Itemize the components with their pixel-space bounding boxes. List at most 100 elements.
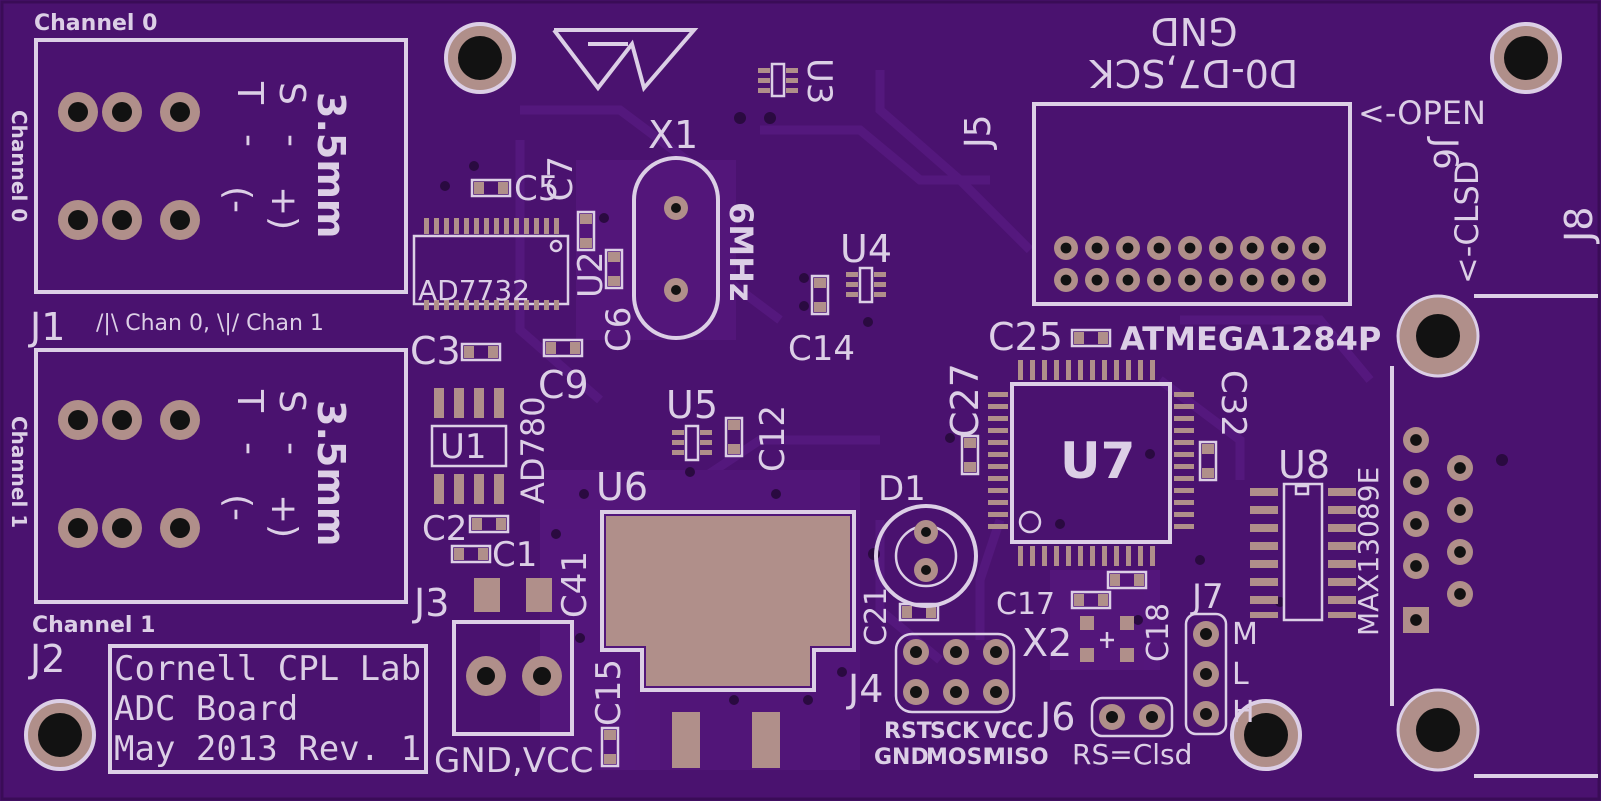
c32-label: C32 — [1213, 370, 1253, 437]
chan-note: /|\ Chan 0, \|/ Chan 1 — [96, 311, 324, 336]
u5-chip — [672, 424, 712, 462]
c41-label: C41 — [555, 551, 595, 618]
u3-chip — [758, 62, 798, 98]
j5-pin-hole — [1246, 274, 1258, 286]
j1-label: J1 — [28, 305, 65, 349]
info-line1: Cornell CPL Lab — [114, 649, 421, 689]
j5-header — [1032, 102, 1352, 306]
j5-pin-hole — [1091, 242, 1103, 254]
u3-label: U3 — [799, 58, 839, 105]
capacitors — [450, 178, 1218, 768]
j5-pin-hole — [1122, 274, 1134, 286]
x2-label: X2 — [1022, 621, 1072, 665]
j7-header — [1184, 612, 1228, 736]
j2-label: J2 — [28, 637, 65, 681]
u8-part-label: MAX13089E — [1352, 467, 1385, 636]
c25-label: C25 — [988, 315, 1063, 359]
j4-label: J4 — [846, 667, 883, 711]
data-bus-label: D0-D7,SCK — [1089, 51, 1298, 95]
j5-pin-hole — [1060, 274, 1072, 286]
d1-label: D1 — [878, 469, 926, 509]
rs-clsd-label: RS=Clsd — [1072, 738, 1192, 771]
info-box — [108, 644, 428, 774]
mounting-holes — [24, 22, 1562, 771]
j5-pin-hole — [1246, 242, 1258, 254]
c2-label: C2 — [422, 509, 467, 549]
j5-pin-hole — [1277, 274, 1289, 286]
vias — [440, 112, 1508, 705]
c21-label: C21 — [859, 587, 894, 646]
channel0-side-label: Channel 0 — [7, 110, 31, 222]
j1-glyph-plus: +) — [263, 186, 304, 230]
j5-pin-hole — [1122, 242, 1134, 254]
u6-label: U6 — [596, 465, 648, 509]
j1-glyph-dash2: - — [271, 134, 312, 147]
j7-m-label: M — [1232, 617, 1258, 652]
channel1-bottom-label: Channel 1 — [32, 613, 155, 638]
u6-regulator — [600, 510, 856, 768]
db9-pin-hole — [1454, 504, 1466, 516]
isp-vcc: VCC — [984, 719, 1033, 744]
db9-pin-hole — [1410, 518, 1422, 530]
db9-pin-hole — [1454, 588, 1466, 600]
u5-label: U5 — [666, 383, 718, 427]
j6-top-label: J6 — [1425, 136, 1465, 170]
d1-led — [874, 504, 978, 608]
j5-pin-hole — [1215, 274, 1227, 286]
isp-mosi: MOSI — [926, 745, 991, 770]
j2-glyph-minus: (- — [217, 494, 258, 521]
channel1-side-label: Channel 1 — [7, 416, 31, 528]
u2-label: U2 — [571, 251, 611, 298]
j2-glyph-t: T — [229, 389, 270, 413]
isp-sck: SCK — [930, 719, 980, 744]
gnd-vcc-label: GND,VCC — [434, 741, 594, 781]
db9-pin-hole — [1410, 434, 1422, 446]
c15-label: C15 — [589, 659, 629, 726]
j8-label: J8 — [1557, 207, 1601, 244]
j2-glyph-dash1: - — [229, 442, 270, 455]
u1-part-label: AD780 — [514, 396, 552, 504]
db9-pin-hole — [1410, 560, 1422, 572]
j5-label: J5 — [958, 114, 999, 150]
j6-jumper — [1090, 696, 1174, 738]
db9-pin-hole — [1410, 614, 1422, 626]
j1-glyph-t: T — [229, 81, 270, 105]
j7-l-label: L — [1232, 657, 1249, 692]
x1-crystal — [632, 156, 720, 340]
j1-glyph-s: S — [271, 82, 312, 105]
gnd-top-label: GND — [1150, 9, 1237, 53]
info-line2: ADC Board — [114, 689, 298, 729]
c3-label: C3 — [410, 329, 461, 373]
u7-label: U7 — [1060, 432, 1135, 490]
x1-label: X1 — [648, 113, 698, 157]
j4-isp-header — [894, 632, 1016, 714]
channel0-top-label: Channel 0 — [34, 11, 157, 36]
j5-pin-hole — [1184, 242, 1196, 254]
j7-label: J7 — [1190, 577, 1224, 617]
j3-label: J3 — [412, 581, 449, 625]
u7-microcontroller — [988, 360, 1194, 566]
j5-pin-hole — [1277, 242, 1289, 254]
j2-size-label: 3.5mm — [309, 400, 353, 547]
c14-label: C14 — [788, 329, 855, 369]
u8-transceiver — [1250, 482, 1356, 622]
u2-part-label: AD7732 — [418, 274, 530, 307]
j5-pin-hole — [1060, 242, 1072, 254]
x2-resonator — [1080, 616, 1134, 662]
j3-power-connector — [452, 578, 574, 736]
j1-glyph-minus: (- — [217, 186, 258, 213]
j1-glyph-dash1: - — [229, 134, 270, 147]
clsd-label: <-CLSD — [1448, 161, 1486, 284]
c12-label: C12 — [753, 405, 793, 472]
c7-label: C7 — [541, 156, 581, 201]
silkscreen-text: Channel 0 Channel 0 Channel 1 Channel 1 … — [7, 9, 1601, 781]
db9-pin-hole — [1454, 546, 1466, 558]
j2-glyph-plus: +) — [263, 494, 304, 538]
j2-glyph-s: S — [271, 390, 312, 413]
j2-glyph-dash2: - — [271, 442, 312, 455]
isp-rst: RST — [884, 719, 932, 744]
j7-h-label: H — [1232, 695, 1255, 730]
isp-miso: MISO — [984, 745, 1049, 770]
c5-label: C5 — [514, 169, 559, 209]
